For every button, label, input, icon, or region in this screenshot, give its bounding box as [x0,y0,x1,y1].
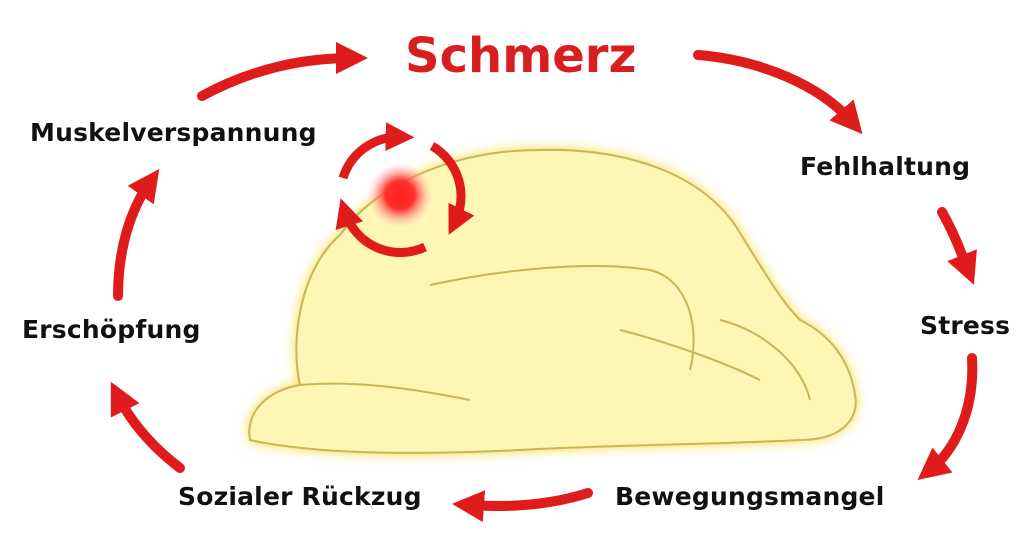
title-schmerz: Schmerz [405,28,637,84]
label-bewegungsmangel: Bewegungsmangel [615,482,885,511]
label-muskelverspannung: Muskelverspannung [30,118,317,147]
label-stress: Stress [920,311,1011,340]
arrow-to-muskelverspannung [113,168,160,301]
arrow-to-erschoepfung [110,381,185,473]
arrow-to-fehlhaltung [693,50,863,135]
curled-figure [248,148,857,454]
arrow-to-sozialer-rueckzug [452,488,593,523]
arrow-to-stress [937,207,977,285]
arrow-to-bewegungsmangel [917,353,978,481]
cycle-arrows [110,42,978,523]
arrow-to-schmerz [197,42,368,101]
label-erschoepfung: Erschöpfung [22,315,201,344]
pain-spot [335,122,475,258]
label-fehlhaltung: Fehlhaltung [800,152,971,181]
label-sozialer-rueckzug: Sozialer Rückzug [178,482,422,511]
